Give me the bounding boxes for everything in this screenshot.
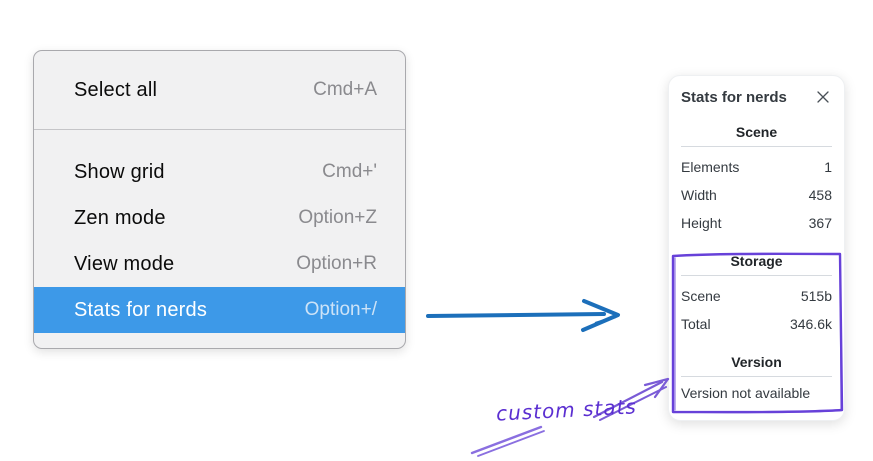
menu-item-zen-mode[interactable]: Zen mode Option+Z: [34, 195, 405, 241]
stat-row-total-storage: Total 346.6k: [681, 310, 832, 338]
section-heading-version: Version: [731, 354, 782, 370]
section-divider: [681, 146, 832, 147]
menu-item-label: Select all: [74, 78, 158, 101]
menu-section-top: Select all Cmd+A: [34, 51, 405, 129]
section-divider: [681, 275, 832, 276]
stat-value: 458: [808, 187, 832, 203]
stat-value: 367: [808, 215, 832, 231]
menu-item-label: Stats for nerds: [74, 298, 208, 321]
annotation-arrow-tail: [470, 425, 545, 457]
stats-panel: Stats for nerds Scene Elements 1 Width 4…: [668, 75, 845, 421]
menu-section-bottom: Show grid Cmd+' Zen mode Option+Z View m…: [34, 130, 405, 348]
stat-row-elements: Elements 1: [681, 153, 832, 181]
section-heading-storage: Storage: [730, 253, 783, 269]
pointer-arrow: [426, 299, 620, 332]
menu-item-stats-for-nerds[interactable]: Stats for nerds Option+/: [34, 287, 405, 333]
stat-label: Height: [681, 215, 722, 231]
stat-value: 346.6k: [789, 316, 832, 332]
stat-value: 515b: [800, 288, 832, 304]
menu-item-shortcut: Option+Z: [298, 207, 377, 228]
stats-panel-header: Stats for nerds: [681, 86, 832, 108]
stat-value: 1: [824, 159, 832, 175]
annotation-label: custom stats: [495, 394, 638, 426]
menu-item-select-all[interactable]: Select all Cmd+A: [34, 67, 405, 113]
section-divider: [681, 376, 832, 377]
menu-divider: [34, 129, 405, 130]
stat-label: Scene: [681, 288, 721, 304]
menu-item-label: View mode: [74, 252, 175, 275]
menu-item-show-grid[interactable]: Show grid Cmd+': [34, 149, 405, 195]
menu-item-view-mode[interactable]: View mode Option+R: [34, 241, 405, 287]
section-heading-scene: Scene: [735, 124, 778, 140]
stat-row-scene-storage: Scene 515b: [681, 282, 832, 310]
stat-row-height: Height 367: [681, 209, 832, 237]
menu-item-shortcut: Option+R: [296, 253, 377, 274]
stat-row-width: Width 458: [681, 181, 832, 209]
stat-label: Width: [681, 187, 717, 203]
annotation-arrow: [592, 377, 670, 421]
version-note: Version not available: [681, 385, 811, 401]
stat-label: Total: [681, 316, 711, 332]
close-button[interactable]: [814, 88, 832, 106]
menu-item-shortcut: Cmd+': [322, 161, 377, 182]
stats-panel-title: Stats for nerds: [681, 88, 787, 106]
menu-item-shortcut: Cmd+A: [313, 79, 377, 100]
context-menu: Select all Cmd+A Show grid Cmd+' Zen mod…: [33, 50, 406, 349]
menu-item-shortcut: Option+/: [304, 299, 377, 320]
menu-item-label: Zen mode: [74, 206, 166, 229]
close-icon: [817, 91, 829, 103]
menu-item-label: Show grid: [74, 160, 165, 183]
stat-label: Elements: [681, 159, 740, 175]
